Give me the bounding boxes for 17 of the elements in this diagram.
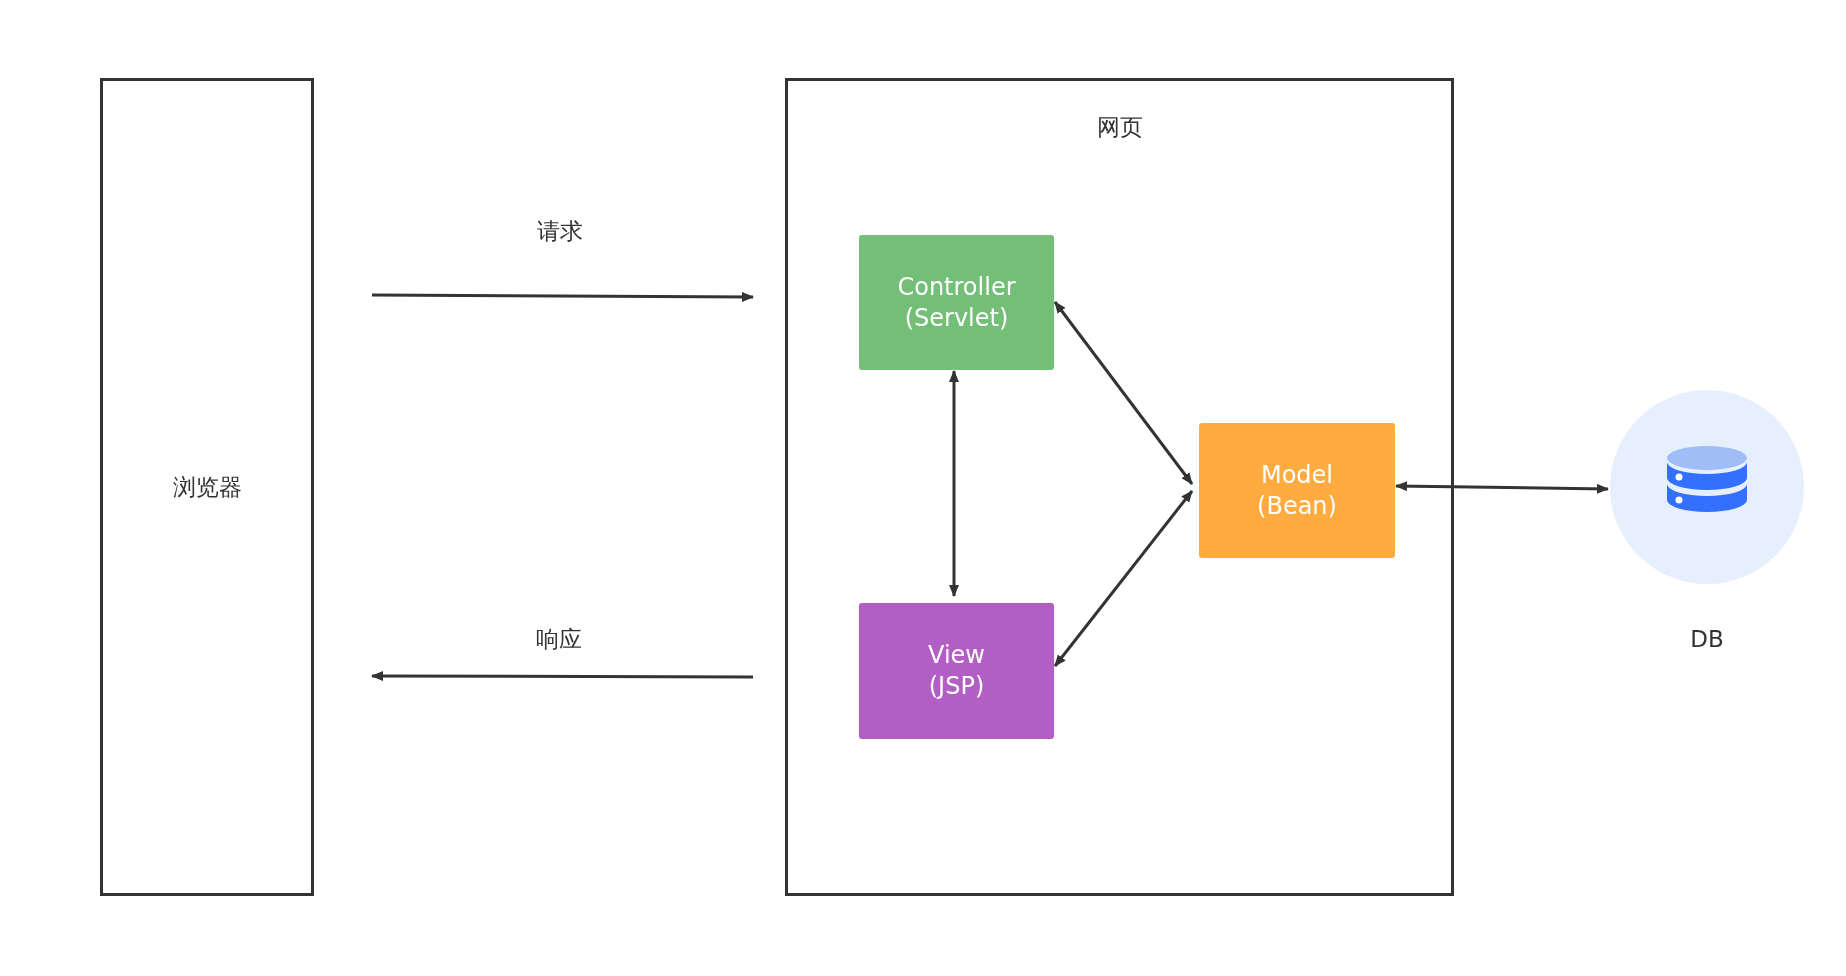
arrow [1053, 301, 1194, 485]
box-label: 浏览器 [172, 472, 242, 502]
process-box [859, 235, 1054, 370]
frame-heading: 网页 [1096, 112, 1143, 142]
process-box [859, 603, 1054, 739]
process-box [1199, 423, 1395, 558]
page-frame [785, 78, 1454, 896]
arrow [371, 671, 753, 682]
node-caption: DB [1690, 625, 1724, 654]
arrow [372, 291, 754, 302]
arrow [949, 370, 959, 597]
browser-box [100, 78, 314, 896]
arrow [1395, 481, 1609, 494]
box-label: Controller (Servlet) [897, 271, 1016, 334]
box-label: View (JSP) [928, 640, 985, 702]
arrow [1053, 490, 1194, 667]
box-label: Model (Bean) [1257, 459, 1337, 522]
